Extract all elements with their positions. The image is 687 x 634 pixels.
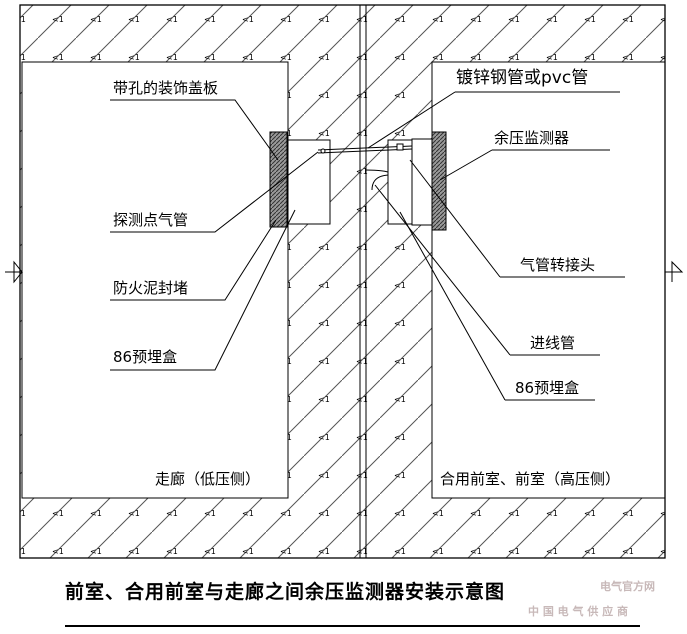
inlet-pipe-2 — [371, 174, 389, 191]
outer-frame — [19, 4, 666, 559]
front-room — [431, 61, 666, 499]
label-cover-plate: 带孔的装饰盖板 — [113, 79, 218, 97]
right-detector — [411, 138, 433, 226]
pipe-bottom — [317, 148, 413, 154]
left-cover-plate — [269, 131, 288, 228]
corridor-room — [21, 61, 289, 499]
label-tube-adapter: 气管转接头 — [520, 256, 595, 274]
label-fire-mud: 防火泥封堵 — [113, 279, 188, 297]
label-inlet-pipe: 进线管 — [530, 334, 575, 352]
label-front-room: 合用前室、前室（高压侧） — [440, 470, 620, 488]
label-corridor: 走廊（低压侧） — [155, 470, 260, 488]
break-mark-right — [665, 260, 684, 282]
diagram-caption: 前室、合用前室与走廊之间余压监测器安装示意图 — [65, 580, 505, 603]
leader-lines — [110, 91, 625, 401]
label-box-right: 86预埋盒 — [515, 379, 579, 397]
break-mark-left — [5, 260, 24, 284]
probe-tip-icon — [320, 148, 326, 154]
watermark-line2: 中 国 电 气 供 应 商 — [528, 604, 628, 618]
label-pipe: 镀锌钢管或pvc管 — [456, 68, 588, 88]
label-probe-tube: 探测点气管 — [113, 211, 188, 229]
label-detector: 余压监测器 — [494, 129, 569, 147]
adapter-icon — [396, 143, 404, 151]
inlet-pipe — [365, 169, 389, 173]
label-box-left: 86预埋盒 — [113, 348, 177, 366]
pipe-top — [317, 145, 413, 151]
right-cover-plate — [431, 131, 447, 231]
watermark-line1: 电气官方网 — [600, 579, 655, 593]
